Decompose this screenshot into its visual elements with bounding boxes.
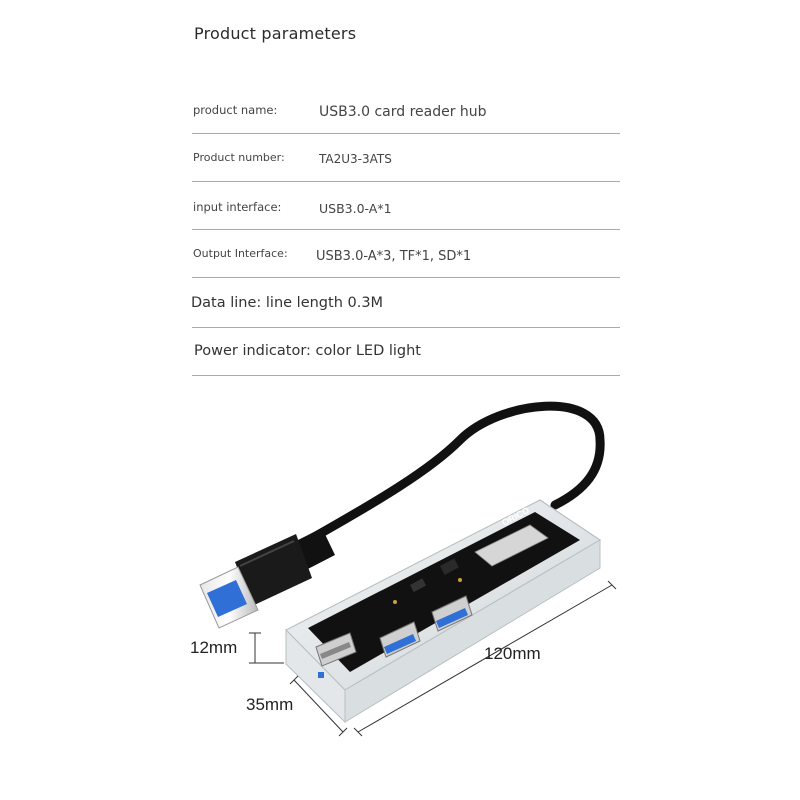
divider: [192, 375, 620, 376]
usb-port-1: [315, 632, 357, 667]
spec-value: USB3.0-A*1: [319, 201, 392, 216]
spec-row-output-interface: Output Interface: USB3.0-A*3, TF*1, SD*1: [192, 230, 620, 278]
dimension-length-label: 120mm: [484, 644, 541, 663]
divider: [192, 327, 620, 328]
spec-text: Power indicator: color LED light: [194, 343, 421, 359]
dimension-width-label: 35mm: [246, 695, 294, 714]
hub-case-side: [344, 539, 601, 723]
spec-label: Output Interface:: [193, 247, 288, 260]
spec-value: TA2U3-3ATS: [319, 152, 392, 166]
spec-row-product-name: product name: USB3.0 card reader hub: [192, 86, 620, 134]
usb-port-2: [379, 621, 421, 658]
spec-value: USB3.0-A*3, TF*1, SD*1: [316, 249, 472, 264]
spec-label: Product number:: [193, 151, 285, 164]
dimension-height-label: 12mm: [190, 638, 238, 657]
divider: [192, 229, 620, 230]
spec-label: product name:: [193, 103, 278, 117]
sd-card-slot: [474, 524, 549, 567]
spec-value: USB3.0 card reader hub: [319, 104, 487, 120]
spec-row-data-line: Data line: line length 0.3M: [191, 280, 620, 328]
divider: [192, 181, 620, 182]
spec-row-input-interface: input interface: USB3.0-A*1: [192, 182, 620, 230]
spec-row-product-number: Product number: TA2U3-3ATS: [192, 134, 620, 182]
page-title: Product parameters: [194, 24, 357, 43]
usb-cable: [295, 401, 605, 550]
usb-plug-body: [235, 534, 312, 606]
spec-row-power-indicator: Power indicator: color LED light: [192, 328, 620, 376]
divider: [192, 277, 620, 278]
usb-port-3: [431, 595, 473, 632]
divider: [192, 133, 620, 134]
dimension-lines: [249, 580, 617, 737]
spec-label: input interface:: [193, 200, 282, 214]
spec-text: Data line: line length 0.3M: [191, 295, 384, 311]
